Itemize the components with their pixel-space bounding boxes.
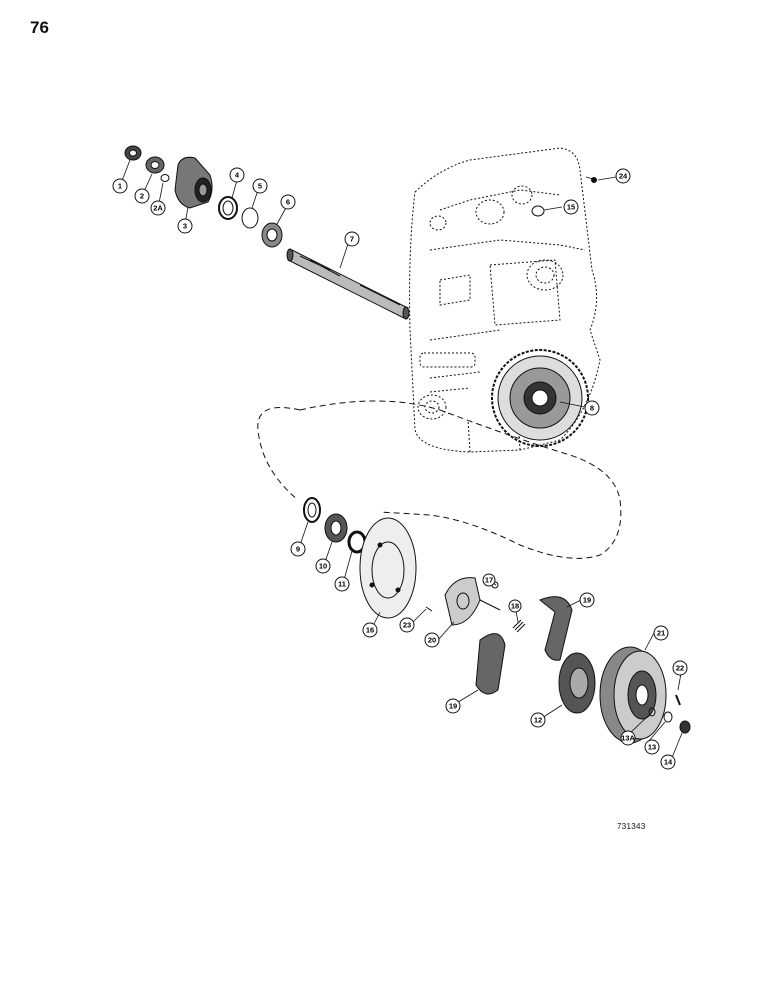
- callout-12: 12: [530, 712, 546, 728]
- callout-21: 21: [653, 625, 669, 641]
- svg-text:6: 6: [286, 198, 290, 207]
- bearing-9: [303, 497, 321, 523]
- callout-23: 23: [399, 617, 415, 633]
- gear-8: [491, 349, 589, 447]
- plug-15: [531, 205, 545, 217]
- callout-3: 3: [177, 218, 193, 234]
- svg-text:4: 4: [235, 171, 240, 180]
- svg-text:7: 7: [350, 235, 354, 244]
- oring-13a: [648, 707, 656, 717]
- callout-13a: 13A: [620, 730, 636, 746]
- svg-text:9: 9: [296, 545, 300, 554]
- washer-2: [145, 156, 165, 174]
- figure-code: 731343: [617, 822, 646, 831]
- shoe-19a: [539, 596, 573, 661]
- page-number: 76: [30, 18, 49, 37]
- assembly-reference-loop: [257, 400, 622, 559]
- yoke-3: [174, 156, 213, 209]
- svg-text:21: 21: [657, 629, 665, 638]
- callout-8: 8: [584, 400, 600, 416]
- leader-24: [597, 176, 617, 181]
- svg-text:1: 1: [118, 182, 122, 191]
- svg-text:18: 18: [511, 602, 519, 611]
- bearing-6: [261, 222, 283, 248]
- callout-22: 22: [672, 660, 688, 676]
- callout-14: 14: [660, 754, 676, 770]
- bearing-10: [324, 513, 348, 543]
- shoe-19b: [475, 633, 506, 695]
- bolt-22: [675, 694, 681, 706]
- snap-ring-5: [241, 207, 259, 229]
- callout-11: 11: [334, 576, 350, 592]
- callout-16: 16: [362, 622, 378, 638]
- svg-text:15: 15: [567, 203, 575, 212]
- pin-23: [425, 606, 433, 612]
- callout-6: 6: [280, 194, 296, 210]
- callout-19a: 19: [579, 592, 595, 608]
- washer-13: [663, 711, 673, 723]
- oring-2a: [160, 174, 170, 182]
- svg-text:2: 2: [140, 192, 144, 201]
- callout-2a: 2A: [150, 200, 166, 216]
- nut-14: [679, 720, 691, 734]
- svg-text:3: 3: [183, 222, 187, 231]
- svg-text:23: 23: [403, 621, 411, 630]
- callout-18: 18: [508, 599, 522, 613]
- svg-text:17: 17: [485, 576, 493, 585]
- svg-text:19: 19: [449, 702, 457, 711]
- callout-24: 24: [615, 168, 631, 184]
- callout-20: 20: [424, 632, 440, 648]
- callout-5: 5: [252, 178, 268, 194]
- callout-2: 2: [134, 188, 150, 204]
- svg-text:20: 20: [428, 636, 436, 645]
- spring-18: [512, 619, 526, 633]
- backing-plate-16: [359, 517, 417, 619]
- svg-text:8: 8: [590, 404, 594, 413]
- svg-text:12: 12: [534, 716, 542, 725]
- svg-text:2A: 2A: [153, 204, 163, 213]
- callout-4: 4: [229, 167, 245, 183]
- drum-21: [599, 646, 667, 744]
- svg-text:5: 5: [258, 182, 262, 191]
- leader-lines: [119, 159, 683, 761]
- svg-text:11: 11: [338, 580, 346, 589]
- lever-plate-20: [444, 577, 501, 626]
- svg-text:16: 16: [366, 626, 374, 635]
- svg-text:19: 19: [583, 596, 591, 605]
- callout-7: 7: [344, 231, 360, 247]
- callout-9: 9: [290, 541, 306, 557]
- svg-text:24: 24: [619, 172, 628, 181]
- nut-1: [124, 145, 142, 161]
- callout-15: 15: [563, 199, 579, 215]
- callout-10: 10: [315, 558, 331, 574]
- svg-text:13: 13: [648, 743, 656, 752]
- seal-4: [218, 196, 238, 220]
- callout-13: 13: [644, 739, 660, 755]
- callout-19b: 19: [445, 698, 461, 714]
- hub-12: [558, 652, 596, 714]
- svg-text:22: 22: [676, 664, 684, 673]
- svg-text:14: 14: [664, 758, 673, 767]
- callout-1: 1: [112, 178, 128, 194]
- callout-17: 17: [482, 573, 496, 587]
- svg-text:13A: 13A: [621, 734, 635, 743]
- output-shaft-7: [286, 248, 410, 320]
- svg-text:10: 10: [319, 562, 327, 571]
